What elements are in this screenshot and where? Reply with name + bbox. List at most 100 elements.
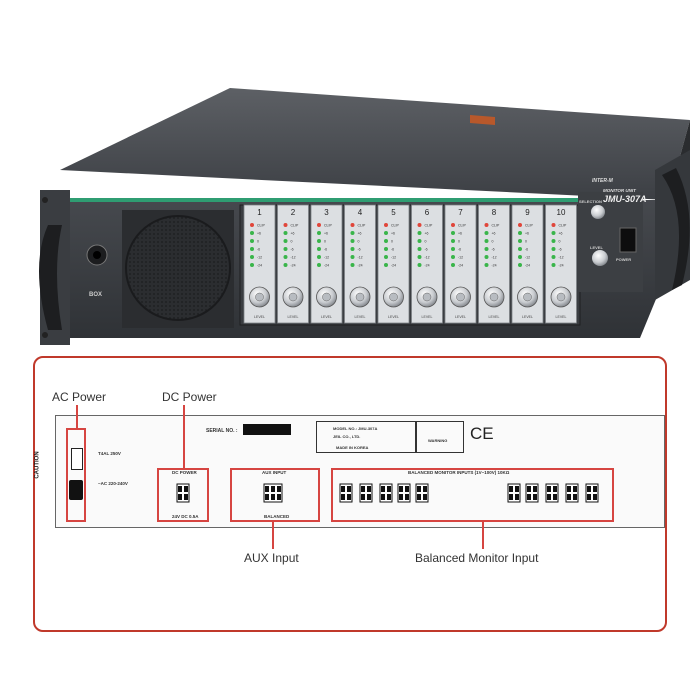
meter-led (317, 239, 321, 243)
channel-number: 3 (324, 208, 329, 217)
meter-label: -12 (324, 256, 329, 260)
meter-led (417, 255, 422, 259)
meter-label: -24 (525, 264, 530, 268)
meter-label: 0 (391, 240, 393, 244)
meter-label: 0 (458, 240, 460, 244)
terminal-slot (277, 494, 281, 500)
meter-led (317, 223, 321, 227)
meter-led (250, 223, 254, 227)
channel-number: 10 (557, 208, 566, 217)
meter-label: 0 (324, 240, 326, 244)
terminal-screw (509, 486, 513, 492)
terminal-screw (387, 486, 391, 492)
meter-label: +6 (358, 232, 362, 236)
meter-label: -6 (391, 248, 394, 252)
meter-label: -12 (291, 256, 296, 260)
meter-label: -24 (358, 264, 363, 268)
meter-led (417, 247, 422, 251)
aux-section-label: AUX INPUT (262, 470, 287, 475)
dc-sub-label: 24V DC 0.5A (172, 514, 199, 519)
power-switch (619, 227, 637, 253)
terminal-slot (184, 494, 188, 500)
channel-number: 4 (358, 208, 363, 217)
caption-balanced-input: Balanced Monitor Input (415, 551, 539, 565)
model-plate (316, 421, 416, 453)
meter-label: -12 (458, 256, 463, 260)
meter-label: -12 (492, 256, 497, 260)
meter-led (384, 239, 388, 243)
terminal-slot (381, 494, 385, 500)
meter-led (551, 223, 556, 227)
meter-label: +6 (492, 232, 496, 236)
meter-led (283, 231, 288, 235)
meter-led (551, 231, 556, 235)
meter-label: -24 (458, 264, 463, 268)
model-plate-line2: JEIL CO., LTD. (333, 434, 361, 439)
fuse-holder (71, 448, 83, 470)
knob-label: LEVEL (556, 315, 567, 319)
meter-led (250, 231, 254, 235)
aux-leader (272, 521, 274, 549)
meter-led (484, 247, 489, 251)
meter-led (317, 247, 321, 251)
terminal-slot (367, 494, 371, 500)
meter-label: CLIP (291, 224, 299, 228)
terminal-screw (417, 486, 421, 492)
meter-label: -6 (358, 248, 361, 252)
terminal-screw (567, 486, 571, 492)
meter-label: CLIP (324, 224, 332, 228)
knob-cap (255, 292, 264, 302)
channel-number: 7 (458, 208, 463, 217)
meter-led (250, 255, 254, 259)
meter-led (518, 231, 522, 235)
meter-label: +6 (324, 232, 328, 236)
knob-cap (523, 292, 532, 302)
chassis-top (60, 88, 690, 200)
meter-label: CLIP (358, 224, 366, 228)
channel-number: 2 (291, 208, 296, 217)
meter-led (283, 239, 288, 243)
meter-led (551, 247, 556, 251)
meter-led (551, 255, 556, 259)
meter-label: -12 (358, 256, 363, 260)
model-large: JMU-307A (603, 194, 647, 204)
terminal-slot (423, 494, 427, 500)
terminal-screw (533, 486, 537, 492)
meter-led (451, 263, 455, 267)
meter-led (350, 231, 355, 235)
knob-cap (288, 292, 298, 302)
meter-label: -24 (257, 264, 262, 268)
meter-label: +6 (257, 232, 261, 236)
meter-label: +6 (391, 232, 395, 236)
meter-led (484, 255, 489, 259)
terminal-screw (547, 486, 551, 492)
meter-label: +6 (291, 232, 295, 236)
ac-inlet (69, 480, 83, 500)
channel-number: 1 (257, 208, 262, 217)
meter-label: 0 (425, 240, 427, 244)
meter-label: -24 (291, 264, 296, 268)
meter-led (518, 255, 522, 259)
warning-label: WARNING (428, 438, 448, 443)
meter-label: -24 (559, 264, 564, 268)
terminal-screw (515, 486, 519, 492)
knob-label: LEVEL (489, 315, 500, 319)
knob-label: LEVEL (422, 315, 433, 319)
warning-plate (416, 421, 464, 453)
terminal-slot (547, 494, 551, 500)
meter-led (484, 223, 489, 227)
meter-led (451, 239, 455, 243)
meter-led (451, 247, 455, 251)
terminal-screw (399, 486, 403, 492)
meter-label: CLIP (559, 224, 567, 228)
meter-label: -24 (492, 264, 497, 268)
terminal-screw (405, 486, 409, 492)
meter-label: -12 (425, 256, 430, 260)
terminal-slot (509, 494, 513, 500)
meter-led (350, 223, 355, 227)
meter-label: 0 (525, 240, 527, 244)
terminal-slot (515, 494, 519, 500)
meter-label: -6 (559, 248, 562, 252)
meter-led (417, 223, 422, 227)
